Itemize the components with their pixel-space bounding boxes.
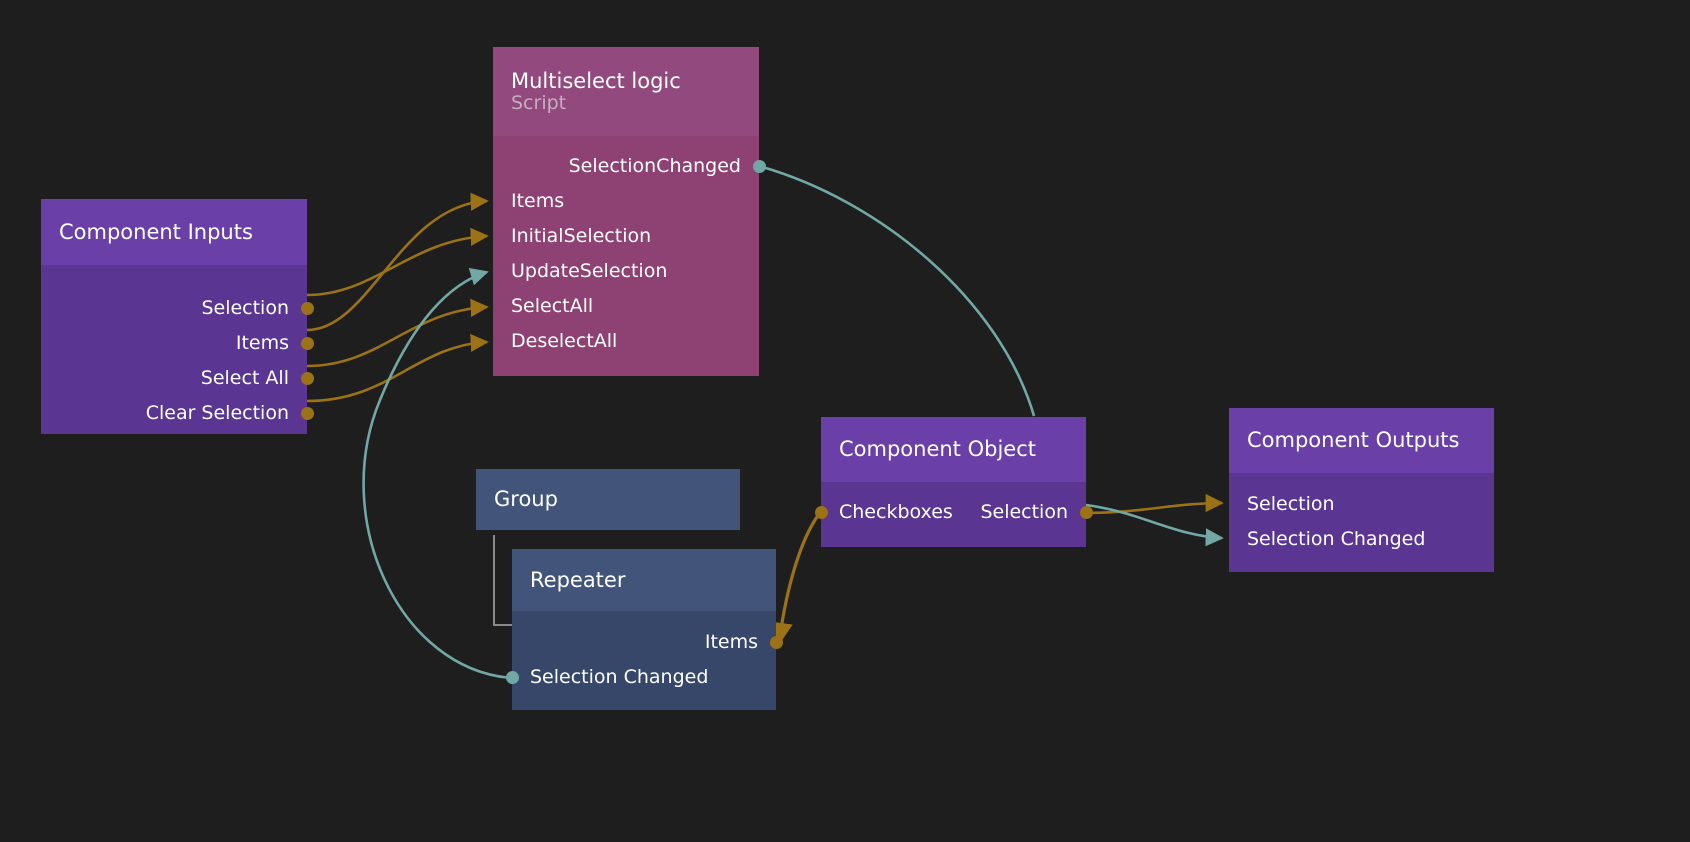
port-row-input-updateselection[interactable]: UpdateSelection <box>493 254 759 289</box>
port-label-input-items: Items <box>511 190 565 212</box>
node-component-inputs[interactable]: Component Inputs Selection Items Select … <box>41 199 314 434</box>
port-row-output-selectionchanged[interactable]: SelectionChanged <box>493 149 766 184</box>
node-component-outputs-header: Component Outputs <box>1229 408 1494 473</box>
port-label-repeater-items: Items <box>704 631 758 653</box>
port-row-outputs-selection-changed[interactable]: Selection Changed <box>1229 522 1494 557</box>
node-repeater-body: Items Selection Changed <box>505 611 783 710</box>
port-dot-object-selection[interactable] <box>1079 506 1093 519</box>
wire-inputs-selectall-to-logic-selectall <box>306 298 489 368</box>
port-row-output-items[interactable]: Items <box>41 326 314 361</box>
node-component-object-title: Component Object <box>839 437 1036 462</box>
node-multiselect-logic-title: Multiselect logic <box>511 68 681 93</box>
port-row-input-selectall[interactable]: SelectAll <box>493 289 759 324</box>
port-label-items: Items <box>235 332 289 354</box>
node-component-outputs-title: Component Outputs <box>1247 428 1460 453</box>
node-repeater[interactable]: Repeater Items Selection Changed <box>505 549 783 710</box>
port-row-output-clear-selection[interactable]: Clear Selection <box>41 396 314 431</box>
port-dot-repeater-items[interactable] <box>769 636 783 649</box>
port-row-input-initialselection[interactable]: InitialSelection <box>493 219 759 254</box>
node-component-outputs[interactable]: Component Outputs Selection Selection Ch… <box>1229 408 1494 572</box>
port-row-output-selection[interactable]: Selection <box>41 291 314 326</box>
port-label-object-selection: Selection <box>980 501 1068 523</box>
wire-repeater-items-to-object-checkboxes <box>770 513 821 646</box>
port-label-clear-selection: Clear Selection <box>145 402 289 424</box>
node-component-object-header: Component Object <box>821 417 1086 482</box>
port-dot-repeater-selection-changed[interactable] <box>505 671 519 684</box>
node-component-outputs-body: Selection Selection Changed <box>1229 473 1494 572</box>
node-component-inputs-header: Component Inputs <box>41 199 307 265</box>
node-multiselect-logic-body: SelectionChanged Items InitialSelection … <box>493 136 766 376</box>
port-label-object-checkboxes: Checkboxes <box>839 501 953 523</box>
wire-inputs-selection-to-logic-initialselection <box>306 227 489 297</box>
wire-object-to-outputs-selection-changed <box>1085 503 1224 547</box>
port-dot-selection[interactable] <box>300 302 314 315</box>
port-row-input-items[interactable]: Items <box>493 184 759 219</box>
port-row-repeater-selection-changed[interactable]: Selection Changed <box>505 660 776 695</box>
port-label-input-initialselection: InitialSelection <box>511 225 652 247</box>
node-group-title: Group <box>494 487 558 512</box>
node-component-object[interactable]: Component Object Checkboxes Selection <box>814 417 1093 547</box>
port-label-select-all: Select All <box>200 367 289 389</box>
port-dot-items[interactable] <box>300 337 314 350</box>
port-label-input-selectall: SelectAll <box>511 295 594 317</box>
node-component-inputs-title: Component Inputs <box>59 219 253 244</box>
port-label-repeater-selection-changed: Selection Changed <box>530 666 709 688</box>
port-dot-object-checkboxes[interactable] <box>814 506 828 519</box>
port-dot-select-all[interactable] <box>300 372 314 385</box>
wire-logic-selectionchanged-to-component-object <box>758 164 1036 417</box>
node-repeater-header: Repeater <box>512 549 776 611</box>
port-label-input-deselectall: DeselectAll <box>511 330 618 352</box>
node-group[interactable]: Group <box>476 469 740 530</box>
node-multiselect-logic[interactable]: Multiselect logic Script SelectionChange… <box>493 47 766 376</box>
port-row-input-deselectall[interactable]: DeselectAll <box>493 324 759 359</box>
node-group-header: Group <box>476 469 740 530</box>
node-component-inputs-body: Selection Items Select All Clear Selecti… <box>41 265 314 434</box>
wire-inputs-clearselection-to-logic-deselectall <box>306 333 489 403</box>
port-row-outputs-selection[interactable]: Selection <box>1229 487 1494 522</box>
port-label-outputs-selection-changed: Selection Changed <box>1247 528 1426 550</box>
port-label-selectionchanged: SelectionChanged <box>568 155 741 177</box>
port-row-repeater-items[interactable]: Items <box>512 625 783 660</box>
node-multiselect-logic-subtitle: Script <box>511 91 567 114</box>
port-row-output-select-all[interactable]: Select All <box>41 361 314 396</box>
port-dot-clear-selection[interactable] <box>300 407 314 420</box>
port-label-outputs-selection: Selection <box>1247 493 1335 515</box>
port-row-object-checkboxes-selection[interactable]: Checkboxes Selection <box>814 495 1093 530</box>
port-dot-selectionchanged[interactable] <box>752 160 766 173</box>
node-component-object-body: Checkboxes Selection <box>814 482 1093 547</box>
port-label-selection: Selection <box>201 297 289 319</box>
wire-object-selection-to-outputs-selection <box>1085 493 1224 515</box>
wire-inputs-items-to-logic-items <box>306 192 489 332</box>
port-label-input-updateselection: UpdateSelection <box>511 260 668 282</box>
node-repeater-title: Repeater <box>530 567 626 592</box>
node-multiselect-logic-header: Multiselect logic Script <box>493 47 759 136</box>
